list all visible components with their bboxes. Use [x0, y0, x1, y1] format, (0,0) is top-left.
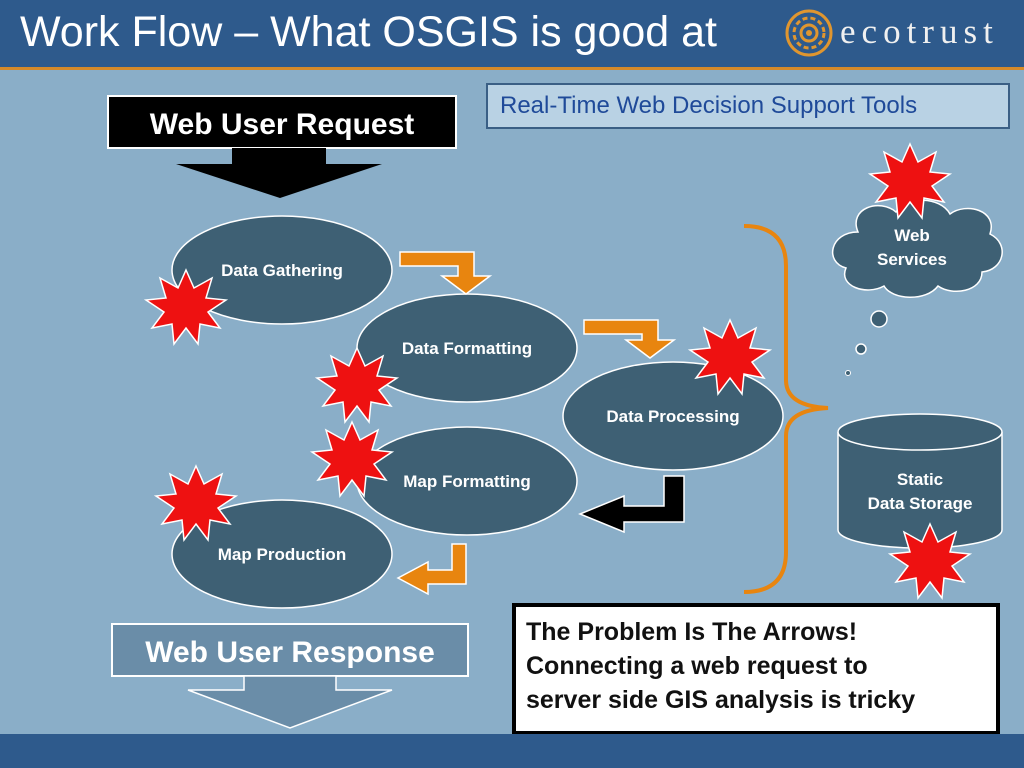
static-data-storage-cylinder: Static Data Storage — [837, 413, 1003, 549]
tools-box-label: Real-Time Web Decision Support Tools — [500, 92, 918, 119]
response-box-label: Web User Response — [145, 636, 435, 669]
burst-icon-map-production — [153, 464, 239, 542]
thought-bubble-small — [845, 370, 851, 376]
step-map-formatting-label: Map Formatting — [403, 472, 531, 491]
black-arrow-return — [578, 475, 685, 534]
cloud-label-line1: Web — [894, 226, 930, 245]
request-box-label: Web User Request — [150, 108, 415, 141]
burst-icon-data-gathering — [143, 268, 229, 346]
step-map-production — [171, 499, 393, 609]
step-data-formatting-label: Data Formatting — [402, 339, 532, 358]
request-box — [107, 95, 457, 149]
callout-line-1: The Problem Is The Arrows! — [526, 618, 858, 646]
slide-title: Work Flow – What OSGIS is good at — [20, 8, 718, 56]
ecotrust-logo-icon — [785, 9, 833, 57]
ecotrust-logo-text: ecotrust — [840, 12, 999, 51]
burst-icon-map-formatting — [309, 420, 395, 498]
storage-label-line1: Static — [897, 470, 943, 489]
orange-arrow-2 — [583, 319, 677, 359]
problem-callout: The Problem Is The Arrows! Connecting a … — [512, 603, 1000, 735]
orange-arrow-3 — [396, 543, 467, 596]
web-services-cloud: Web Services — [831, 199, 1003, 298]
step-map-production-label: Map Production — [218, 545, 346, 564]
thought-bubble-medium — [855, 343, 867, 355]
response-box — [111, 623, 469, 677]
step-data-processing-label: Data Processing — [606, 407, 739, 426]
callout-line-3: server side GIS analysis is tricky — [526, 686, 916, 714]
step-data-gathering — [171, 215, 393, 325]
response-down-arrow — [187, 675, 393, 729]
header-bar — [0, 0, 1024, 68]
tools-box: Real-Time Web Decision Support Tools — [486, 83, 1010, 129]
burst-icon-data-formatting — [314, 346, 400, 424]
burst-icon-data-processing — [687, 318, 773, 396]
thought-bubble-large — [870, 310, 888, 328]
footer-bar — [0, 734, 1024, 768]
burst-icon-storage — [887, 522, 973, 600]
orange-arrow-1 — [399, 251, 493, 295]
header-rule — [0, 67, 1024, 70]
cloud-label-line2: Services — [877, 250, 947, 269]
step-data-processing — [562, 361, 784, 471]
orange-brace — [743, 224, 829, 594]
callout-line-2: Connecting a web request to — [526, 652, 868, 680]
request-down-arrow — [176, 148, 382, 198]
storage-label-line2: Data Storage — [868, 494, 973, 513]
burst-icon-web-services — [867, 142, 953, 220]
step-data-gathering-label: Data Gathering — [221, 261, 343, 280]
